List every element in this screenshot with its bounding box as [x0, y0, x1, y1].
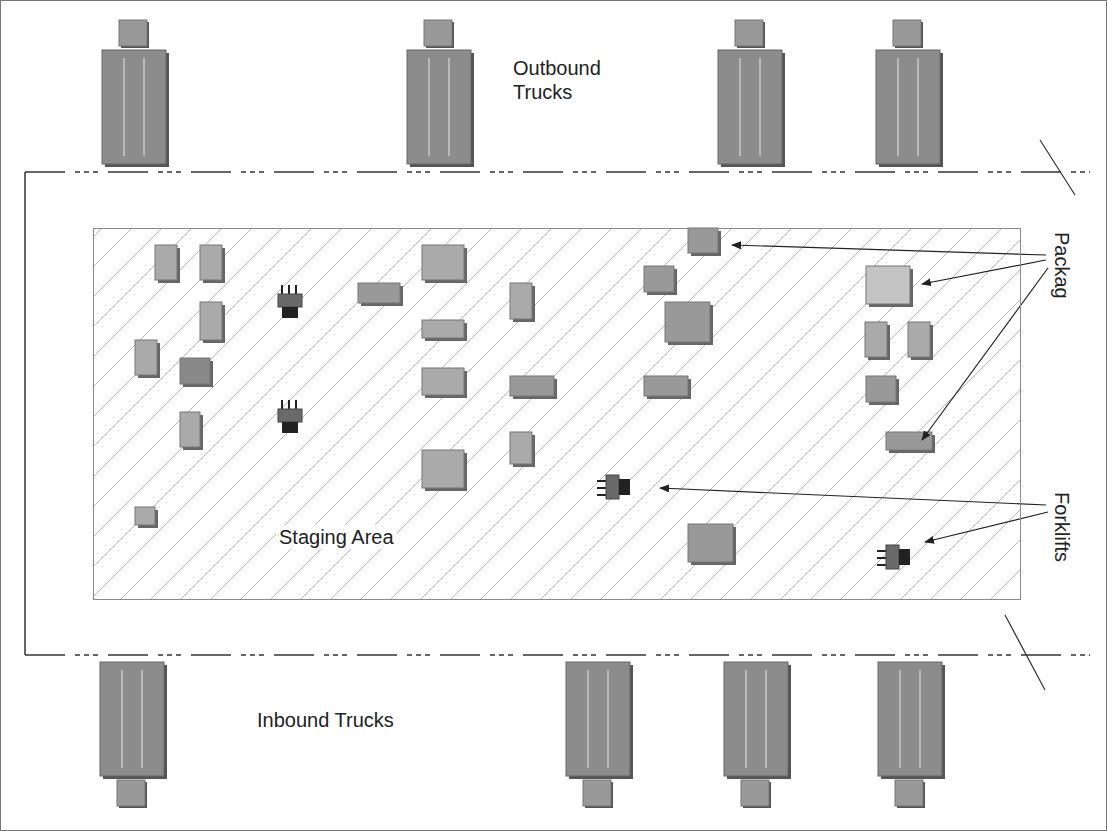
truck-stripe — [900, 670, 920, 768]
truck-cab — [895, 780, 923, 806]
package — [510, 283, 532, 319]
area-label: Staging Area — [276, 525, 397, 549]
packages — [135, 228, 935, 565]
staging-hatch — [93, 228, 1021, 600]
truck-body — [100, 662, 164, 776]
package — [358, 283, 400, 303]
truck-stripe — [122, 670, 142, 768]
package — [665, 302, 710, 342]
package — [135, 340, 157, 375]
truck-cab — [741, 780, 769, 806]
package — [200, 302, 222, 340]
dock-line — [25, 654, 1090, 656]
dock-line — [25, 171, 1090, 173]
package — [422, 320, 464, 338]
leader-lines — [660, 245, 1048, 542]
package — [510, 376, 554, 396]
truck-body — [876, 50, 940, 164]
package — [510, 432, 532, 464]
forklift — [278, 400, 302, 433]
package — [866, 376, 896, 402]
package — [886, 432, 932, 450]
staging-area: Staging Area — [93, 228, 1021, 600]
outbound-label: Outbound Trucks — [513, 56, 623, 104]
truck-body — [566, 662, 630, 776]
package — [422, 368, 464, 395]
package — [155, 245, 177, 280]
truck-body — [407, 50, 471, 164]
truck-cab — [735, 20, 763, 46]
truck-body — [724, 662, 788, 776]
inbound-label: Inbound Trucks — [257, 708, 394, 732]
truck-cab — [424, 20, 452, 46]
truck-body — [878, 662, 942, 776]
truck-stripe — [740, 58, 760, 156]
break-mark — [1005, 140, 1075, 690]
truck-stripe — [429, 58, 449, 156]
forklift — [597, 475, 630, 499]
package — [135, 507, 155, 525]
truck-cab — [117, 780, 145, 806]
truck-stripe — [588, 670, 608, 768]
forklift — [877, 545, 910, 569]
package — [200, 245, 222, 280]
package — [180, 358, 210, 384]
package — [908, 322, 930, 357]
trucks — [100, 20, 945, 808]
forklift — [278, 285, 302, 318]
package-label: Packag — [1050, 232, 1074, 299]
truck-body — [102, 50, 166, 164]
building-wall — [24, 172, 26, 655]
truck-stripe — [746, 670, 766, 768]
truck-cab — [583, 780, 611, 806]
truck-body — [718, 50, 782, 164]
truck-cab — [893, 20, 921, 46]
truck-stripe — [898, 58, 918, 156]
package — [422, 450, 464, 488]
package — [644, 376, 688, 396]
forklift-label: Forklifts — [1050, 492, 1074, 562]
package — [688, 524, 733, 562]
package — [422, 245, 464, 280]
package — [688, 228, 718, 253]
package — [865, 322, 887, 357]
truck-cab — [119, 20, 147, 46]
package — [866, 266, 910, 304]
package — [180, 412, 200, 447]
package — [644, 266, 674, 292]
truck-stripe — [124, 58, 144, 156]
